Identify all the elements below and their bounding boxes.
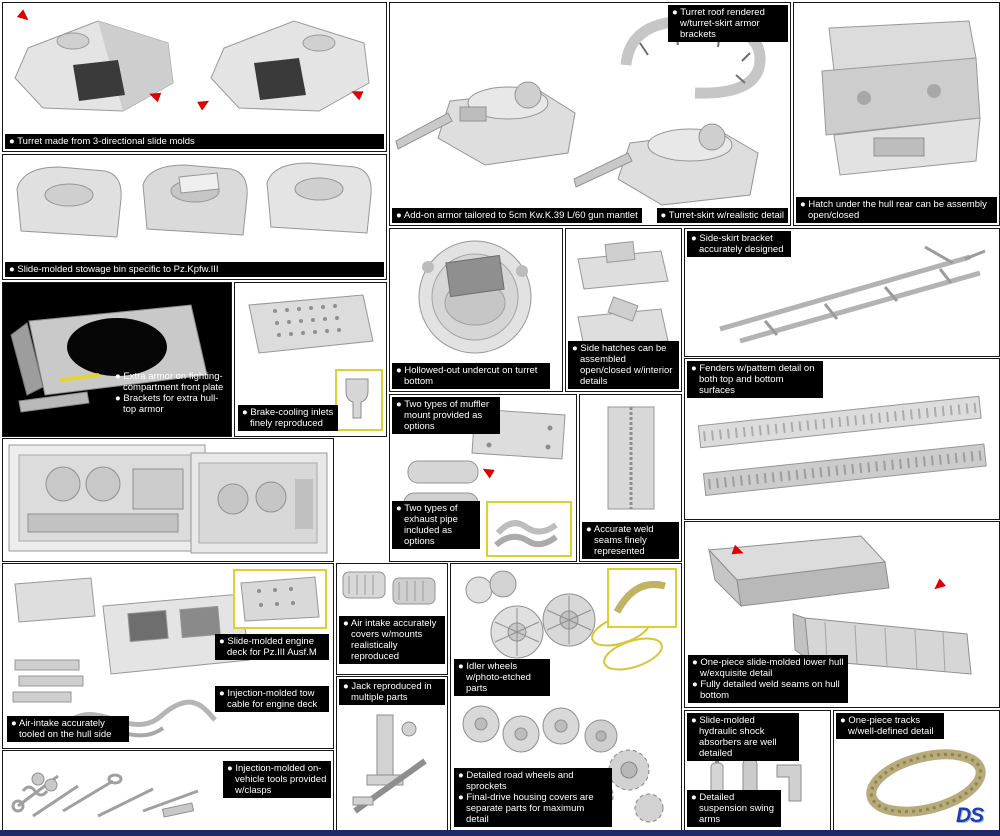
fenders-render-graphic [697, 395, 987, 496]
caption-turret-skirt: ● Turret-skirt w/realistic detail [656, 208, 788, 223]
caption-swing-arms: ● Detailed suspension swing arms [687, 790, 781, 827]
caption-tracks: ● One-piece tracks w/well-defined detail [836, 713, 944, 739]
caption-line: ● Hollowed-out undercut on turret bottom [396, 365, 538, 387]
caption-line: ● Brake-cooling inlets finely reproduced [242, 407, 334, 429]
panel-wheels: ● Idler wheels w/photo-etched parts ● De… [450, 563, 682, 832]
panel-extra-armor: ● Extra armor on fighting-compartment fr… [2, 282, 232, 437]
panel-vehicle-tools: ● Injection-molded on-vehicle tools prov… [2, 750, 334, 832]
exhaust-pipe-inset [486, 501, 572, 557]
panel-turret-slide-molds: ● Turret made from 3-directional slide m… [2, 2, 387, 152]
panel-air-intake-covers: ● Air intake accurately covers w/mounts … [336, 563, 448, 675]
caption-idler-wheels: ● Idler wheels w/photo-etched parts [454, 659, 550, 696]
caption-muffler-mount: ● Two types of muffler mount provided as… [392, 397, 500, 434]
caption-line: ● Accurate weld seams finely represented [586, 524, 654, 557]
caption-line: ● Jack reproduced in multiple parts [343, 681, 432, 703]
caption-road-wheels: ● Detailed road wheels and sprockets ● F… [454, 768, 612, 827]
panel-turret-bottom: ● Hollowed-out undercut on turret bottom [389, 228, 563, 392]
panel-side-skirt-bracket: ● Side-skirt bracket accurately designed [684, 228, 1000, 357]
caption-engine-deck: ● Slide-molded engine deck for Pz.III Au… [215, 634, 329, 660]
caption-line: ● Side hatches can be assembled open/clo… [572, 343, 673, 387]
caption-exhaust-pipe: ● Two types of exhaust pipe included as … [392, 501, 480, 549]
caption-line: ● Detailed suspension swing arms [691, 792, 774, 825]
caption-tow-cable: ● Injection-molded tow cable for engine … [215, 686, 329, 712]
caption-line: ● Fenders w/pattern detail on both top a… [691, 363, 815, 396]
caption-line: ● Side-skirt bracket accurately designed [691, 233, 784, 255]
shock-absorber-render-graphic [710, 751, 802, 802]
engine-bay-render-graphic [8, 444, 328, 554]
caption-line: ● One-piece tracks w/well-defined detail [840, 715, 934, 737]
panel-hull-rear-hatch: ● Hatch under the hull rear can be assem… [793, 2, 1000, 226]
panel-muffler-options: ● Two types of muffler mount provided as… [389, 394, 577, 562]
caption-side-hatches: ● Side hatches can be assembled open/clo… [568, 341, 679, 389]
panel-brake-cooling: ● Brake-cooling inlets finely reproduced [234, 282, 387, 437]
caption-line: ● Idler wheels w/photo-etched parts [458, 661, 531, 694]
caption-line: ● Fully detailed weld seams on hull bott… [692, 679, 840, 701]
side-skirt-bracket-render-graphic [719, 245, 986, 344]
caption-turret-roof: ● Turret roof rendered w/turret-skirt ar… [668, 5, 788, 42]
caption-air-intake-covers: ● Air intake accurately covers w/mounts … [339, 616, 445, 664]
panel-engine-bay [2, 438, 334, 562]
track-section-inset [607, 568, 677, 628]
panel-shock-absorbers: ● Slide-molded hydraulic shock absorbers… [684, 710, 831, 832]
caption-line: ● Injection-molded on-vehicle tools prov… [227, 763, 327, 796]
caption-vehicle-tools: ● Injection-molded on-vehicle tools prov… [223, 761, 331, 798]
caption-line: ● Injection-molded tow cable for engine … [219, 688, 318, 710]
stowage-bin-render-graphic [16, 162, 372, 238]
caption-extra-armor: ● Extra armor on fighting-compartment fr… [111, 369, 235, 417]
caption-line: ● Air-intake accurately tooled on the hu… [11, 718, 112, 740]
side-hatches-render-graphic [577, 241, 669, 347]
deck-detail-inset [233, 569, 327, 629]
footer-bar [0, 830, 1000, 836]
panel-lower-hull: ● One-piece slide-molded lower hull w/ex… [684, 521, 1000, 708]
caption-turret-bottom: ● Hollowed-out undercut on turret bottom [392, 363, 550, 389]
caption-shock-absorbers: ● Slide-molded hydraulic shock absorbers… [687, 713, 799, 761]
tools-render-graphic [11, 772, 199, 818]
caption-hull-rear-hatch: ● Hatch under the hull rear can be assem… [796, 197, 997, 223]
track-loop-render-graphic [866, 749, 986, 817]
caption-air-intake-hull: ● Air-intake accurately tooled on the hu… [7, 716, 129, 742]
caption-stowage-bin: ● Slide-molded stowage bin specific to P… [5, 262, 384, 277]
caption-lower-hull: ● One-piece slide-molded lower hull w/ex… [688, 655, 848, 703]
panel-side-hatches: ● Side hatches can be assembled open/clo… [565, 228, 682, 392]
panel-jack: ● Jack reproduced in multiple parts [336, 676, 448, 832]
turret-bottom-render-graphic [418, 240, 532, 354]
caption-jack: ● Jack reproduced in multiple parts [339, 679, 445, 705]
caption-side-skirt-bracket: ● Side-skirt bracket accurately designed [687, 231, 791, 257]
ds-logo: DS [956, 804, 984, 827]
caption-line: ● Slide-molded engine deck for Pz.III Au… [219, 636, 317, 658]
caption-line: ● One-piece slide-molded lower hull w/ex… [692, 657, 844, 679]
brake-inlet-inset [335, 369, 383, 431]
caption-brake-cooling: ● Brake-cooling inlets finely reproduced [238, 405, 338, 431]
intake-covers-render-graphic [342, 571, 436, 605]
jack-render-graphic [352, 714, 427, 814]
caption-line: ● Brackets for extra hull-top armor [115, 393, 219, 415]
caption-line: ● Two types of muffler mount provided as… [396, 399, 490, 432]
caption-line: ● Final-drive housing covers are separat… [458, 792, 594, 825]
panel-turret-roof: ● Turret roof rendered w/turret-skirt ar… [389, 2, 791, 226]
turret-render-graphic [14, 20, 370, 112]
caption-line: ● Two types of exhaust pipe included as … [396, 503, 458, 547]
caption-line: ● Hatch under the hull rear can be assem… [800, 199, 987, 221]
caption-line: ● Detailed road wheels and sprockets [458, 770, 574, 792]
caption-weld-seams: ● Accurate weld seams finely represented [582, 522, 679, 559]
weld-seam-render-graphic [607, 406, 655, 510]
panel-stowage-bin: ● Slide-molded stowage bin specific to P… [2, 154, 387, 280]
caption-fenders: ● Fenders w/pattern detail on both top a… [687, 361, 823, 398]
panel-engine-deck: ● Slide-molded engine deck for Pz.III Au… [2, 563, 334, 749]
extra-armor-render-graphic [10, 304, 208, 413]
caption-line: ● Extra armor on fighting-compartment fr… [115, 371, 224, 393]
hull-rear-render-graphic [821, 20, 981, 176]
panel-weld-seams: ● Accurate weld seams finely represented [579, 394, 682, 562]
caption-line: ● Slide-molded hydraulic shock absorbers… [691, 715, 777, 759]
caption-line: ● Turret roof rendered w/turret-skirt ar… [672, 7, 765, 40]
caption-line: ● Air intake accurately covers w/mounts … [343, 618, 437, 662]
caption-addon-armor: ● Add-on armor tailored to 5cm Kw.K.39 L… [392, 208, 642, 223]
panel-fenders: ● Fenders w/pattern detail on both top a… [684, 358, 1000, 520]
caption-turret-slide-molds: ● Turret made from 3-directional slide m… [5, 134, 384, 149]
brake-cooling-render-graphic [248, 294, 374, 354]
